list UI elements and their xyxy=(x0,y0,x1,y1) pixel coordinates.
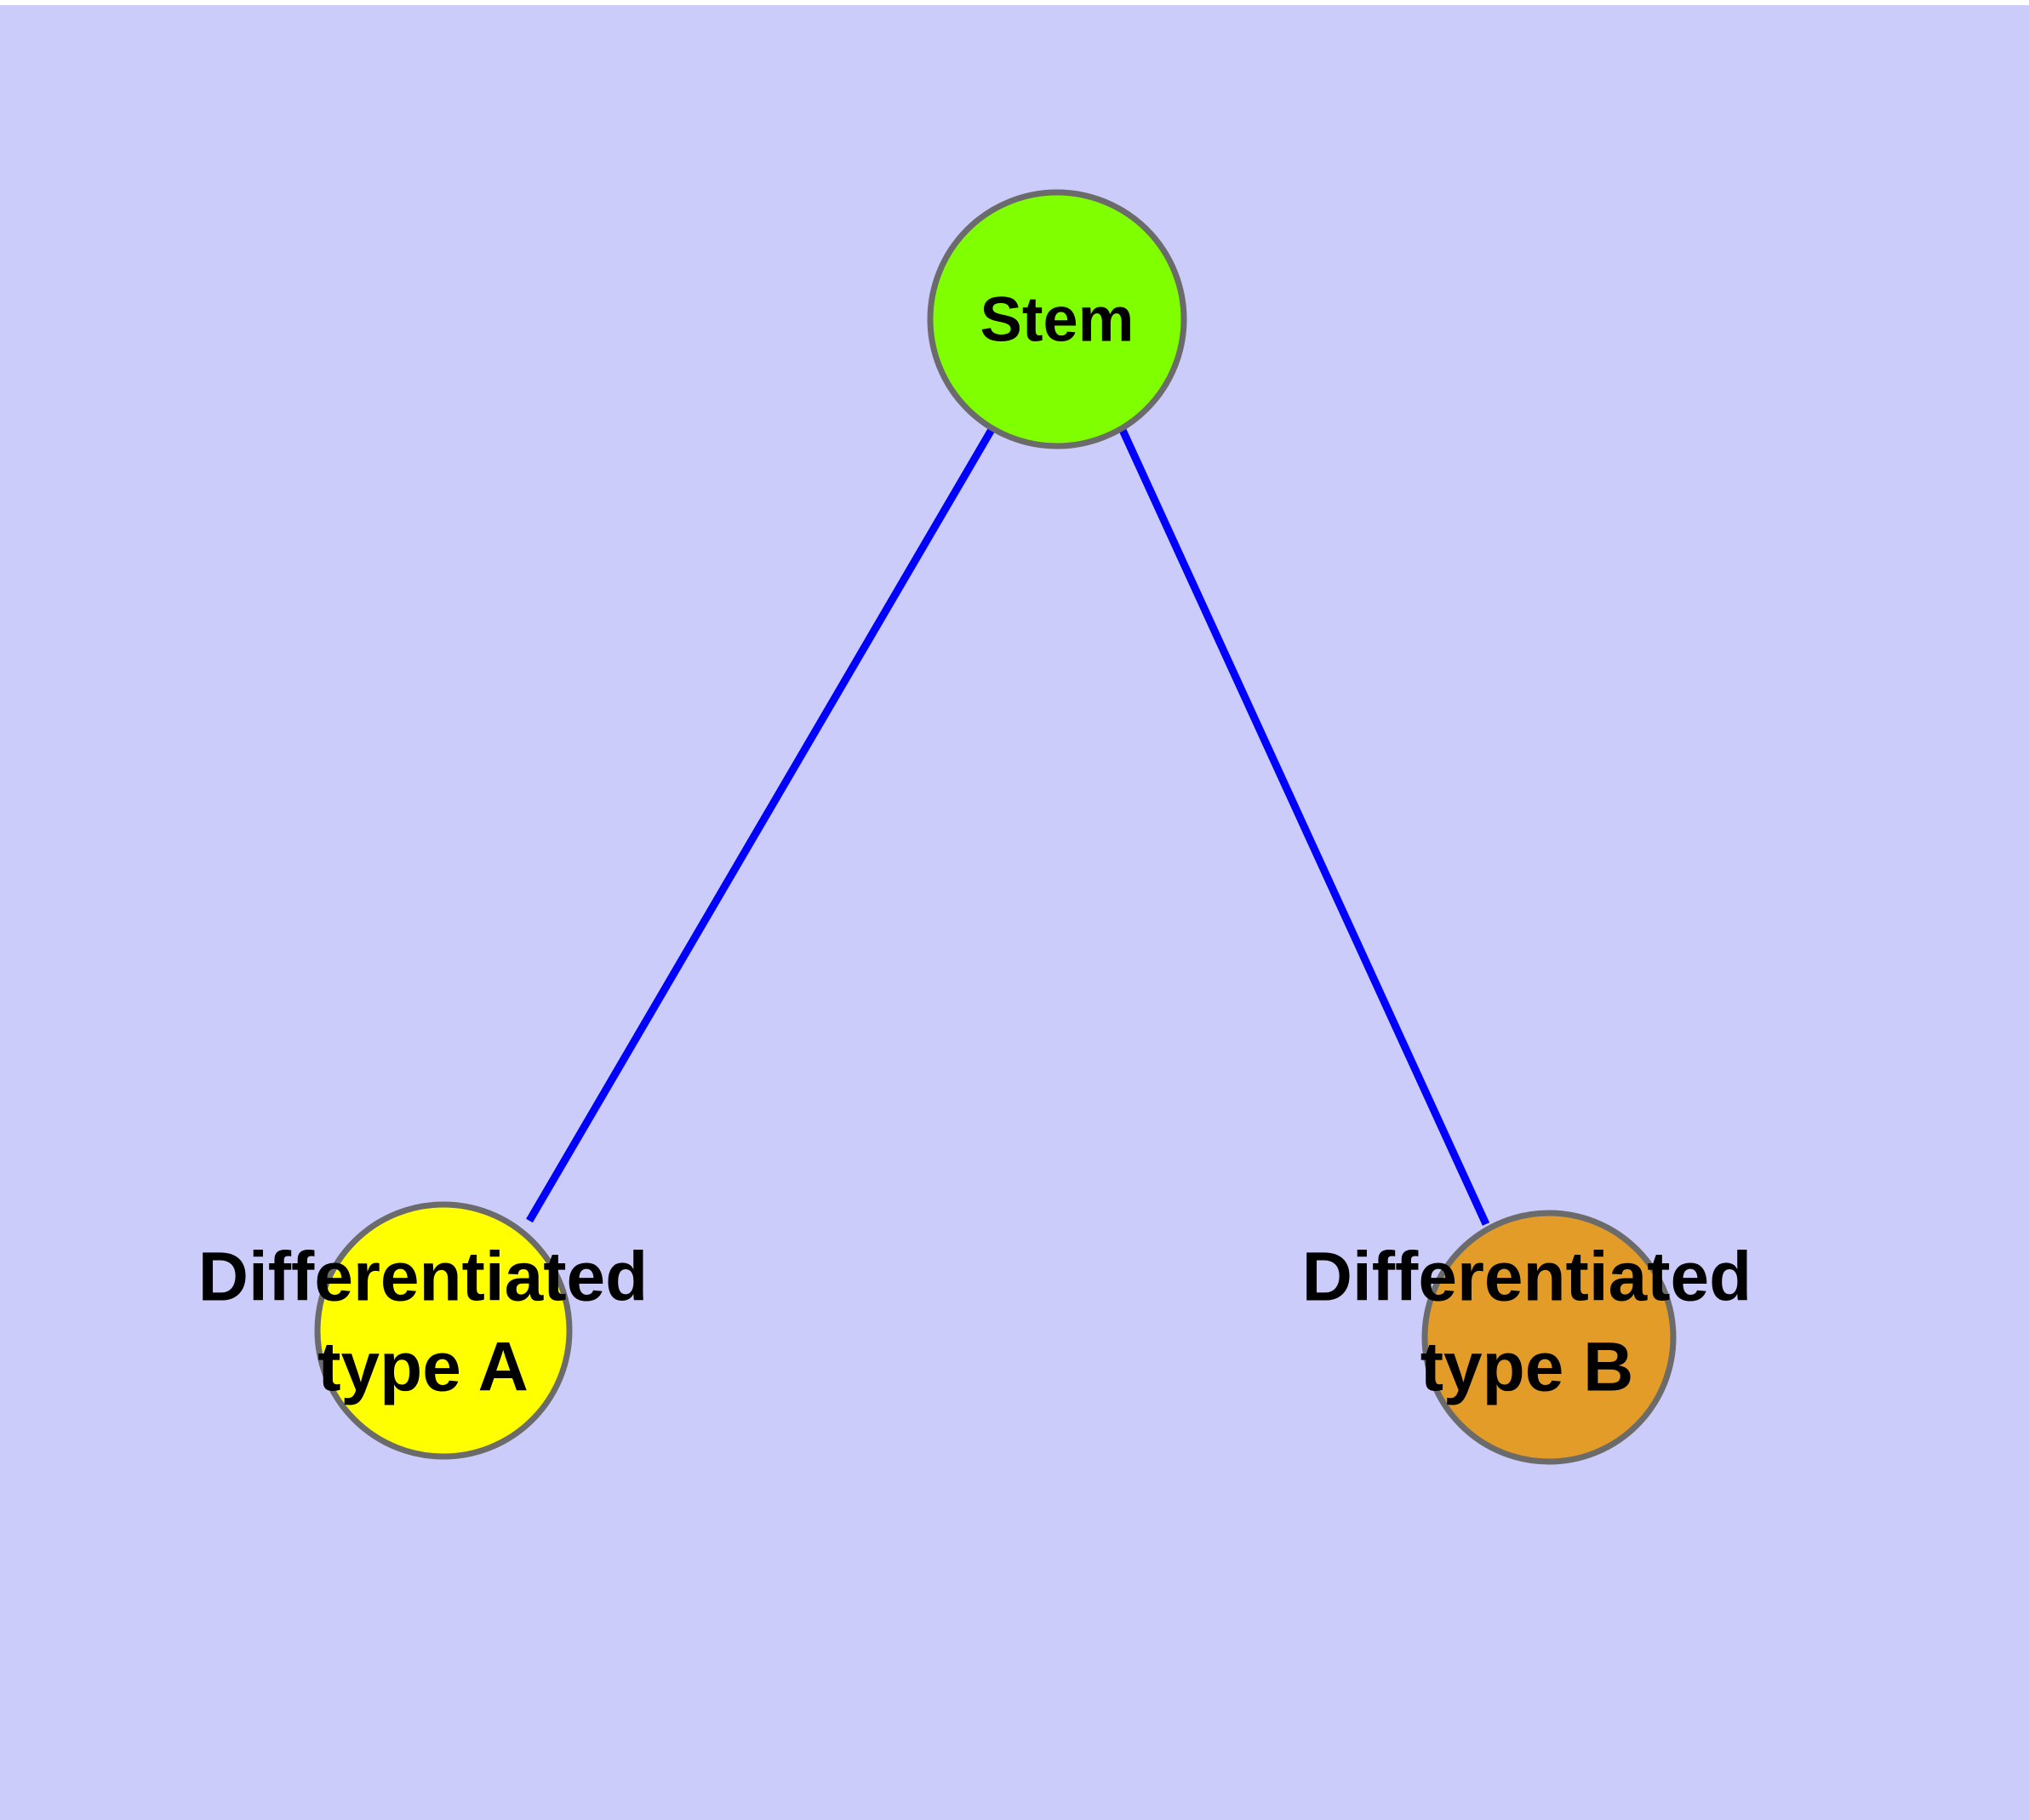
nodes-group: Stem Differentiated type A Differentiate… xyxy=(198,189,1752,1465)
edge-stem-to-type-b xyxy=(1117,426,1490,1226)
node-type-b-label-line1: Differentiated xyxy=(1302,1239,1752,1316)
node-differentiated-type-a[interactable]: Differentiated type A xyxy=(198,1201,649,1460)
node-stem[interactable]: Stem xyxy=(927,189,1187,449)
node-type-a-label-line2: type A xyxy=(317,1329,529,1406)
node-type-a-label-line1: Differentiated xyxy=(198,1239,649,1316)
node-stem-label: Stem xyxy=(980,284,1135,355)
node-type-a-circle[interactable] xyxy=(314,1201,573,1460)
node-type-b-label-line2: type B xyxy=(1420,1329,1634,1406)
edge-stem-to-type-a xyxy=(526,426,996,1223)
node-type-b-circle[interactable] xyxy=(1421,1210,1677,1465)
edges-group xyxy=(526,426,1490,1226)
node-differentiated-type-b[interactable]: Differentiated type B xyxy=(1302,1210,1752,1465)
node-stem-circle[interactable] xyxy=(927,189,1187,449)
